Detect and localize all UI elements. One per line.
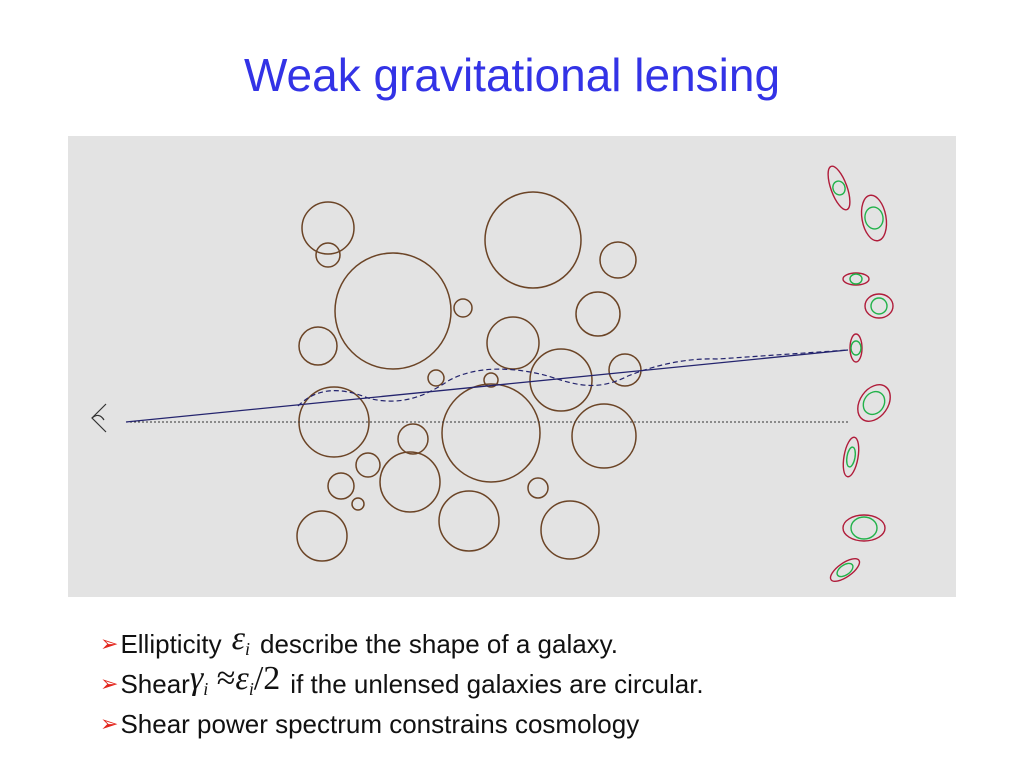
ellipticity-symbol: εi	[231, 620, 250, 659]
foreground-galaxy	[599, 241, 637, 279]
foreground-galaxy	[453, 298, 473, 318]
foreground-galaxy	[397, 423, 429, 455]
foreground-galaxy	[355, 452, 381, 478]
foreground-galaxy	[301, 201, 355, 255]
foreground-galaxy	[438, 490, 500, 552]
background-galaxy	[842, 514, 886, 542]
foreground-galaxy	[441, 383, 541, 483]
bullet-text: describe the shape of a galaxy.	[260, 629, 618, 659]
background-galaxy	[829, 557, 861, 583]
eye-lid	[91, 403, 107, 433]
bullet-text: if the unlensed galaxies are circular.	[290, 669, 704, 699]
lensing-svg	[91, 165, 894, 583]
foreground-galaxy	[298, 326, 338, 366]
background-galaxy	[864, 293, 894, 319]
foreground-galaxy	[575, 291, 621, 337]
eye-pupil	[91, 414, 105, 421]
foreground-galaxy	[529, 348, 593, 412]
foreground-galaxy	[608, 353, 642, 387]
background-galaxy	[827, 165, 851, 211]
foreground-galaxy	[527, 477, 549, 499]
background-galaxy	[857, 384, 891, 422]
foreground-galaxy	[571, 403, 637, 469]
background-galaxy	[842, 436, 860, 478]
bullet-list: ➢ Ellipticity εi describe the shape of a…	[100, 620, 1000, 744]
foreground-galaxy	[379, 451, 441, 513]
bullet-text: Shear	[120, 669, 190, 699]
foreground-galaxy	[483, 372, 499, 388]
background-galaxy	[849, 333, 863, 363]
lensing-diagram	[68, 136, 956, 597]
bullet-power-spectrum: ➢ Shear power spectrum constrains cosmol…	[100, 704, 1000, 744]
foreground-galaxy	[296, 510, 348, 562]
bullet-arrow-icon: ➢	[100, 671, 119, 696]
bullet-shear: ➢ Shear γi ≈εi/2 if the unlensed galaxie…	[100, 660, 1000, 704]
foreground-galaxy	[540, 500, 600, 560]
foreground-galaxy	[351, 497, 365, 511]
foreground-galaxy	[327, 472, 355, 500]
foreground-galaxies	[296, 191, 642, 562]
foreground-galaxy	[427, 369, 445, 387]
apparent-light-ray	[125, 349, 849, 423]
foreground-galaxy	[486, 316, 540, 370]
shear-equation: γi ≈εi/2	[189, 660, 281, 699]
bullet-ellipticity: ➢ Ellipticity εi describe the shape of a…	[100, 620, 1000, 664]
bullet-text: Ellipticity	[120, 629, 222, 659]
bullet-text: Shear power spectrum constrains cosmolog…	[120, 709, 640, 739]
foreground-galaxy	[334, 252, 452, 370]
bullet-arrow-icon: ➢	[100, 711, 119, 736]
slide-title: Weak gravitational lensing	[243, 49, 781, 101]
observer-eye-icon	[91, 403, 107, 433]
bullet-arrow-icon: ➢	[100, 631, 119, 656]
foreground-galaxy	[484, 191, 582, 289]
deflected-light-path	[297, 349, 849, 407]
background-galaxy	[842, 272, 870, 286]
foreground-galaxy	[315, 242, 341, 268]
background-galaxy	[860, 194, 888, 242]
background-galaxies	[827, 165, 894, 583]
